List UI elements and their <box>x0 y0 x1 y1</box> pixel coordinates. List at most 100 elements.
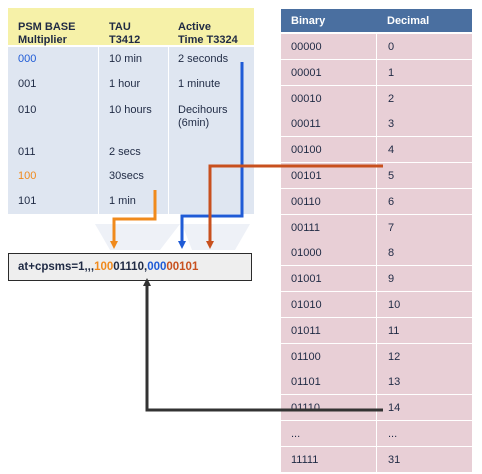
column-divider <box>98 164 99 189</box>
column-divider <box>168 189 169 214</box>
tau-cell: 10 hours <box>109 104 152 116</box>
binary-table-row: 11111 31 <box>281 447 472 473</box>
decimal-cell: 31 <box>388 454 401 466</box>
column-divider <box>98 98 99 140</box>
left-table-row: 010 10 hours Decihours (6min) <box>8 98 254 141</box>
decimal-cell: 8 <box>388 247 395 259</box>
psm-bits-cell: 011 <box>18 146 36 158</box>
column-divider <box>168 98 169 140</box>
command-text: at+cpsms=1,,,10001110,00000101 <box>18 261 198 273</box>
column-divider <box>168 164 169 189</box>
column-divider <box>376 292 377 317</box>
binary-cell: 00000 <box>291 41 322 53</box>
column-divider <box>98 140 99 164</box>
column-divider <box>168 72 169 98</box>
header-decimal: Decimal <box>387 15 430 27</box>
decimal-cell: 2 <box>388 93 395 105</box>
column-divider <box>376 369 377 394</box>
command-tau-unit: 100 <box>94 261 114 273</box>
active-time-cell: Decihours (6min) <box>178 104 228 129</box>
decimal-cell: 6 <box>388 196 395 208</box>
binary-cell: 00010 <box>291 93 322 105</box>
binary-table-row: 01101 13 <box>281 369 472 395</box>
binary-table-row: 01000 8 <box>281 240 472 266</box>
binary-cell: 01100 <box>291 351 321 363</box>
decimal-cell: 7 <box>388 222 395 234</box>
command-tau-value: 01110 <box>113 261 144 273</box>
column-divider <box>376 137 377 162</box>
binary-cell: 01101 <box>291 376 321 388</box>
binary-cell: ... <box>291 428 301 440</box>
decimal-cell: 5 <box>388 170 395 182</box>
dark-orange-arrow <box>206 164 383 249</box>
left-table-header: PSM BASE Multiplier TAU T3412 Active Tim… <box>8 8 254 46</box>
binary-cell: 11111 <box>291 454 319 466</box>
psm-bits-cell: 001 <box>18 78 37 90</box>
column-divider <box>376 163 377 188</box>
decimal-cell: 0 <box>388 41 395 53</box>
column-divider <box>376 86 377 111</box>
fade-shape-right <box>182 224 250 250</box>
tau-cell: 1 min <box>109 195 136 207</box>
header-binary: Binary <box>291 15 326 27</box>
column-divider <box>168 47 169 72</box>
column-divider <box>376 60 377 85</box>
blue-arrow <box>178 62 244 249</box>
header-tau: TAU T3412 <box>109 21 141 46</box>
binary-table-row: 00110 6 <box>281 189 472 215</box>
fade-shape-left <box>95 224 180 250</box>
tau-cell: 30secs <box>109 170 144 182</box>
binary-cell: 00110 <box>291 196 321 208</box>
binary-table-row: 00010 2 <box>281 86 472 112</box>
tau-cell: 10 min <box>109 53 143 65</box>
active-time-cell: 2 seconds <box>178 53 229 65</box>
psm-bits-cell: 100 <box>18 170 37 182</box>
column-divider <box>98 47 99 72</box>
tau-cell: 1 hour <box>109 78 141 90</box>
binary-cell: 00101 <box>291 170 322 182</box>
binary-cell: 01001 <box>291 273 322 285</box>
command-prefix: at+cpsms=1,,, <box>18 261 95 273</box>
column-divider <box>376 344 377 369</box>
right-table-header: Binary Decimal <box>281 9 472 32</box>
binary-cell: 01011 <box>291 325 321 337</box>
column-divider <box>98 189 99 214</box>
binary-table-row: ...... <box>281 421 472 447</box>
column-divider <box>376 421 377 446</box>
decimal-cell: 12 <box>388 351 401 363</box>
binary-cell: 01010 <box>291 299 322 311</box>
column-divider <box>376 189 377 214</box>
psm-bits-cell: 010 <box>18 104 37 116</box>
active-time-cell: 1 minute <box>178 78 221 90</box>
column-divider <box>376 215 377 240</box>
column-divider <box>376 111 377 136</box>
decimal-cell: 13 <box>388 376 401 388</box>
orange-arrow <box>110 190 157 249</box>
decimal-cell: 3 <box>388 118 395 130</box>
decimal-cell: 1 <box>388 67 395 79</box>
header-psm-base-multiplier: PSM BASE Multiplier <box>18 21 76 46</box>
command-active-unit: 000 <box>147 261 167 273</box>
command-active-value: 00101 <box>166 261 199 273</box>
column-divider <box>376 447 377 472</box>
header-active-time: Active Time T3324 <box>178 21 238 46</box>
column-divider <box>376 240 377 265</box>
binary-cell: 01000 <box>291 247 322 259</box>
binary-table-row: 01010 10 <box>281 292 472 318</box>
decimal-cell: 10 <box>388 299 401 311</box>
binary-table-row: 01100 12 <box>281 344 472 370</box>
decimal-cell: 14 <box>388 402 401 414</box>
column-divider <box>376 34 377 59</box>
command-box: at+cpsms=1,,,10001110,00000101 <box>8 253 252 281</box>
command-separator: , <box>143 261 148 273</box>
